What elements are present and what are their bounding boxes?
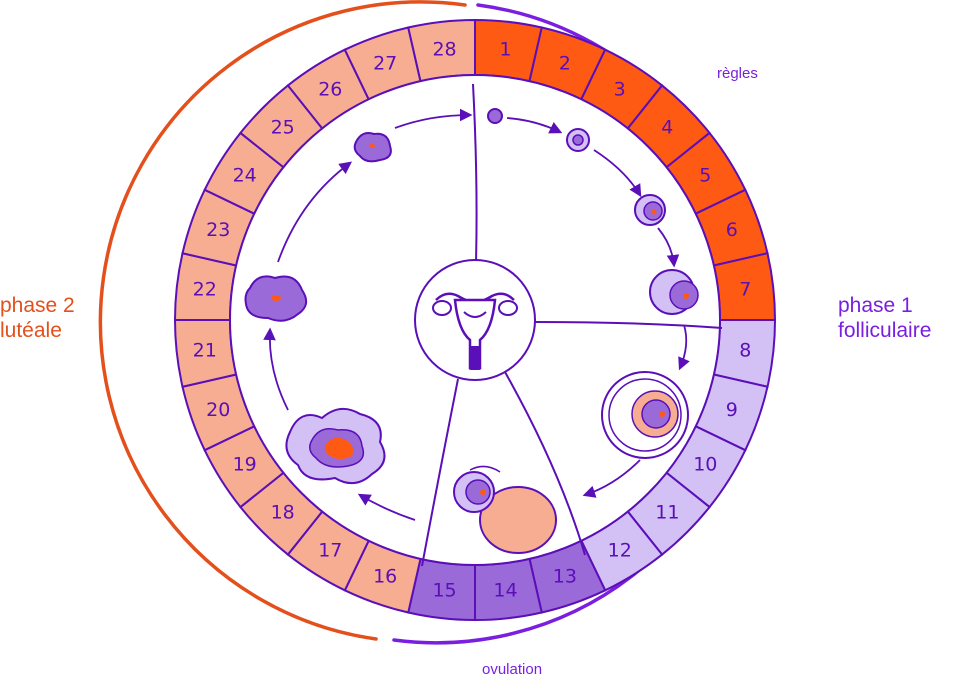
day-label-23: 23 [206,219,230,241]
phase-2-arc [98,0,467,641]
day-label-22: 22 [193,279,217,301]
day-label-21: 21 [193,339,217,361]
cycle-arrows [263,108,690,521]
day-label-10: 10 [693,454,717,476]
day-label-9: 9 [726,399,738,421]
day-label-28: 28 [432,39,456,61]
day-label-17: 17 [318,539,342,561]
day-label-7: 7 [739,279,751,301]
day-label-16: 16 [373,566,397,588]
phase-2-label: phase 2 lutéale [0,293,75,343]
day-label-24: 24 [233,164,257,186]
day-label-19: 19 [233,454,257,476]
phase-1-title: phase 1 [838,294,913,317]
day-label-11: 11 [655,501,679,523]
phase-2-title: phase 2 [0,294,75,317]
day-label-8: 8 [739,339,751,361]
ovulation-label: ovulation [482,661,543,678]
day-label-3: 3 [614,79,626,101]
day-label-14: 14 [493,579,517,601]
day-label-13: 13 [553,566,577,588]
day-label-5: 5 [699,164,711,186]
phase-dividers [421,83,723,567]
day-label-15: 15 [432,579,456,601]
day-label-1: 1 [499,39,511,61]
day-label-25: 25 [271,117,295,139]
day-label-20: 20 [206,399,230,421]
phase-1-subtitle: folliculaire [838,319,932,342]
day-label-18: 18 [271,501,295,523]
phase-1-label: phase 1 folliculaire [838,293,931,343]
phase-2-subtitle: lutéale [0,319,62,342]
regles-label: règles [717,65,758,82]
day-label-27: 27 [373,52,397,74]
uterus-icon [414,259,536,381]
day-label-26: 26 [318,79,342,101]
follicle-sequence [244,108,699,554]
day-label-4: 4 [661,117,673,139]
day-label-12: 12 [608,539,632,561]
day-label-2: 2 [559,52,571,74]
day-label-6: 6 [726,219,738,241]
